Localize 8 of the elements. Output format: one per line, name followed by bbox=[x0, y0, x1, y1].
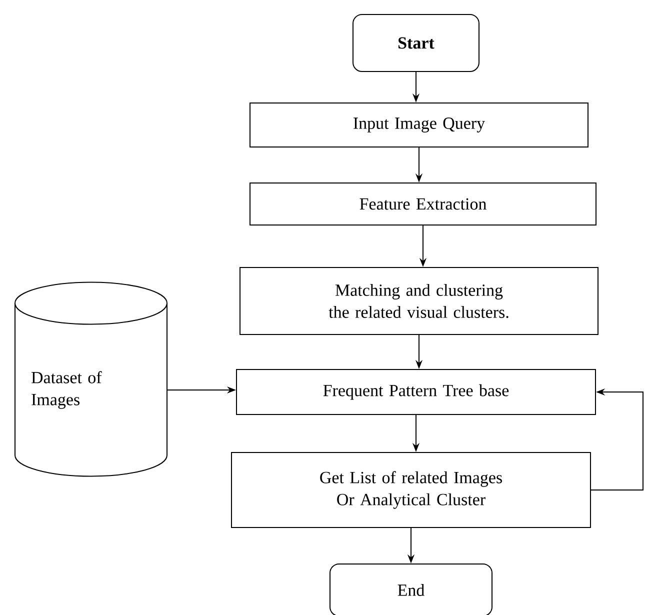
process-box: Input Image Query bbox=[250, 102, 588, 148]
process-box: Get List of related Images Or Analytical Cluster bbox=[231, 452, 591, 528]
process-box: Matching and clustering the related visual clusters. bbox=[240, 267, 598, 335]
process-box: Feature Extraction bbox=[250, 182, 596, 226]
start-terminal: Start bbox=[352, 14, 480, 72]
end-terminal: End bbox=[330, 564, 492, 615]
process-box: Frequent Pattern Tree base bbox=[236, 369, 596, 415]
database-cylinder: Dataset of Images bbox=[14, 282, 168, 477]
